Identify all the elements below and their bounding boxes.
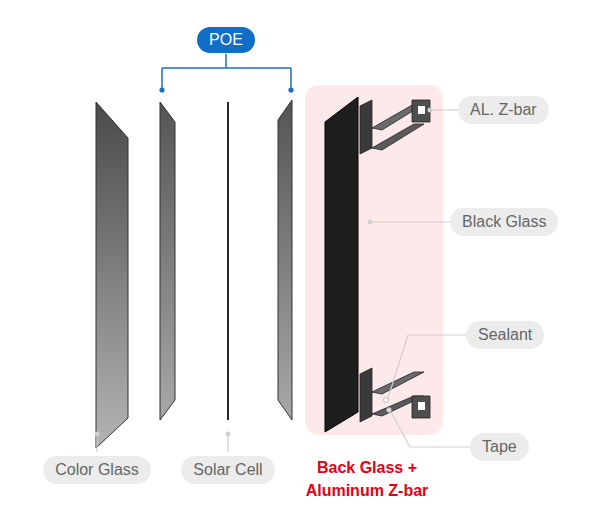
color-glass-sheet [96,102,128,448]
part-label-pill: Sealant [466,321,544,349]
sealant-dot [384,398,389,403]
leader-dot [226,432,231,437]
part-label-pill: Black Glass [450,208,558,236]
poe-sheet [278,100,292,420]
z-bar-top [360,100,430,154]
leader-dot [95,432,100,437]
leader-lines [97,110,470,452]
part-label-pill: AL. Z-bar [458,96,549,124]
black-glass-sheet [325,97,358,432]
highlight-panel [305,85,443,435]
node-text: Tape [482,438,517,456]
layer-label-pill: Color Glass [43,456,151,484]
tape-dot [387,408,392,413]
node-text: POE [209,31,243,49]
leader-dot [428,108,433,113]
bracket-dot [288,87,293,92]
layer-label-pill: Solar Cell [181,456,274,484]
leader-dot [368,220,373,225]
group-caption: Back Glass + Aluminum Z-bar [292,456,442,502]
part-label-pill: Tape [470,433,529,461]
node-text: Color Glass [55,461,139,479]
node-text: AL. Z-bar [470,101,537,119]
node-text: Sealant [478,326,532,344]
bracket-dot [159,87,164,92]
node-text: Solar Cell [193,461,262,479]
poe-pill: POE [197,27,255,53]
poe-sheet [160,102,175,420]
poe-bracket [162,54,291,89]
node-text: Black Glass [462,213,546,231]
solar-cell-sheet [227,102,229,420]
